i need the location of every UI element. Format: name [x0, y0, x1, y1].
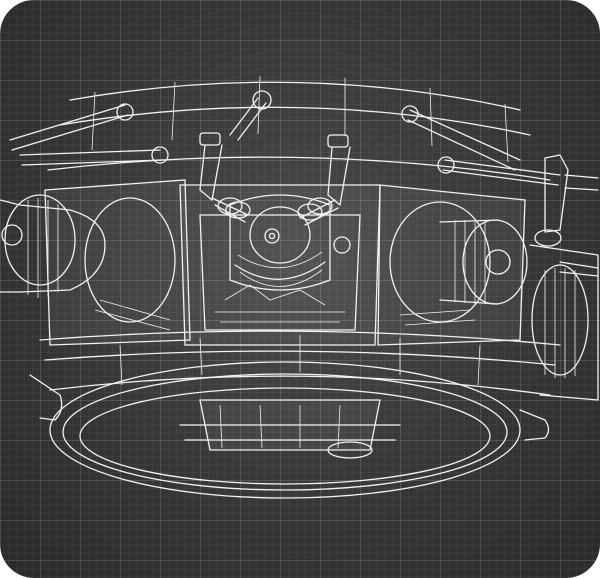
- far-right-cylinder: [529, 244, 599, 401]
- lower-crankcase: [29, 330, 561, 499]
- left-cylinder: [0, 179, 191, 346]
- pushrods: [9, 90, 599, 191]
- right-cylinder: [377, 184, 528, 346]
- center-cylinder: [179, 184, 381, 346]
